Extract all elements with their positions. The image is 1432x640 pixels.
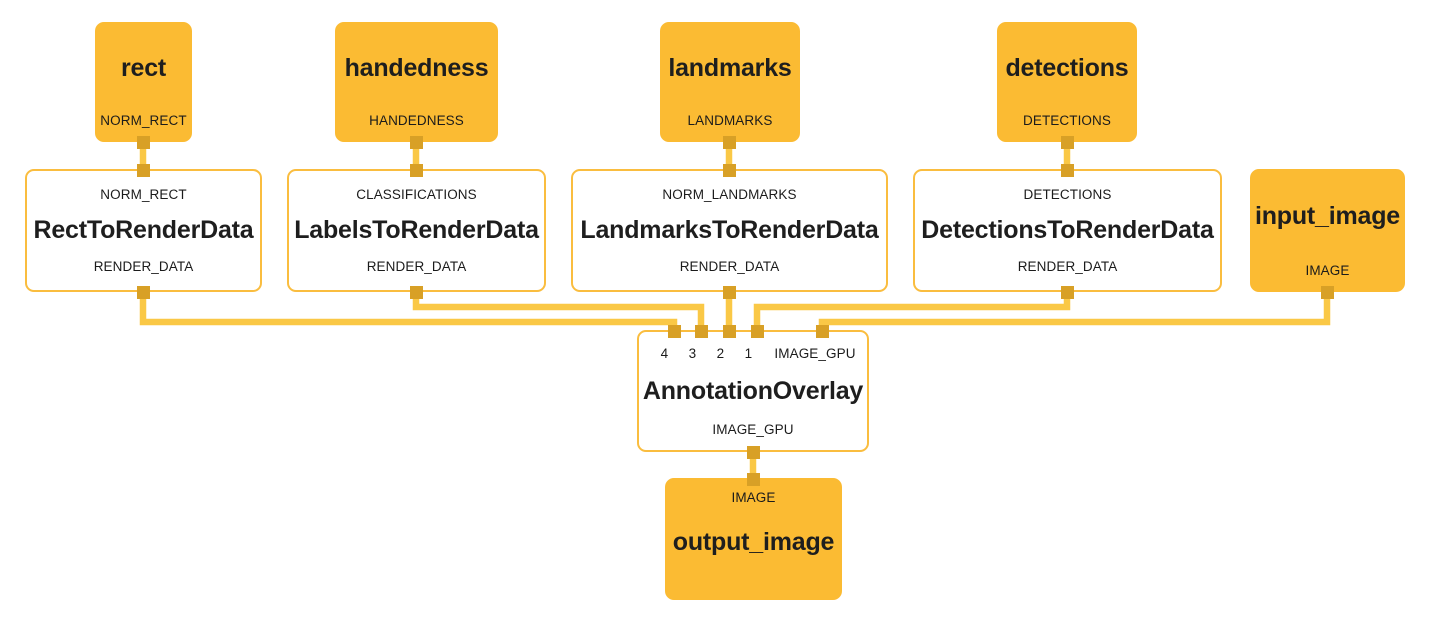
node-labelstorenderdata-input-port: CLASSIFICATIONS	[356, 187, 477, 202]
nub-landmarkstorenderdata-out	[723, 286, 736, 299]
nub-labelstorenderdata-in	[410, 164, 423, 177]
node-input-image-output-port: IMAGE	[1305, 262, 1350, 278]
node-landmarks-output-strip: LANDMARKS	[661, 112, 799, 142]
node-input-image-output-strip: IMAGE	[1251, 262, 1404, 292]
node-input-image-title-row: input_image	[1251, 170, 1404, 264]
overlay-port-image-gpu[interactable]: IMAGE_GPU	[774, 346, 856, 361]
overlay-port-4[interactable]: 4	[660, 346, 669, 361]
node-labelstorenderdata[interactable]: CLASSIFICATIONS LabelsToRenderData RENDE…	[287, 169, 546, 292]
node-annotation-overlay-title-row: AnnotationOverlay	[639, 361, 867, 423]
node-rect[interactable]: rect NORM_RECT	[95, 22, 192, 142]
nub-output-image-in	[747, 473, 760, 486]
edge-labelstorenderdata-to-overlay-3	[412, 290, 705, 334]
nub-overlay-in-image-gpu	[816, 325, 829, 338]
node-detections[interactable]: detections DETECTIONS	[997, 22, 1137, 142]
node-landmarks-title-row: landmarks	[661, 23, 799, 114]
node-detectionstorenderdata-input-strip: DETECTIONS	[915, 171, 1220, 202]
node-detections-title: detections	[1005, 53, 1129, 82]
node-detectionstorenderdata-title-row: DetectionsToRenderData	[915, 202, 1220, 260]
node-handedness-title-row: handedness	[336, 23, 497, 114]
node-landmarkstorenderdata-title-row: LandmarksToRenderData	[573, 202, 886, 260]
node-output-image-title: output_image	[672, 528, 835, 557]
node-landmarkstorenderdata-output-strip: RENDER_DATA	[573, 258, 886, 291]
nub-overlay-in-1	[751, 325, 764, 338]
nub-recttorenderdata-out	[137, 286, 150, 299]
overlay-port-1[interactable]: 1	[744, 346, 753, 361]
node-detectionstorenderdata-output-strip: RENDER_DATA	[915, 258, 1220, 291]
nub-landmarks-out	[723, 136, 736, 149]
nub-overlay-in-3	[695, 325, 708, 338]
node-recttorenderdata[interactable]: NORM_RECT RectToRenderData RENDER_DATA	[25, 169, 262, 292]
node-annotation-overlay-output-strip: IMAGE_GPU	[639, 421, 867, 451]
node-annotation-overlay-title: AnnotationOverlay	[642, 377, 864, 405]
node-recttorenderdata-input-port: NORM_RECT	[100, 187, 187, 202]
node-labelstorenderdata-output-port: RENDER_DATA	[366, 258, 467, 274]
node-detectionstorenderdata[interactable]: DETECTIONS DetectionsToRenderData RENDER…	[913, 169, 1222, 292]
node-rect-title-row: rect	[96, 23, 191, 114]
node-detections-output-strip: DETECTIONS	[998, 112, 1136, 142]
node-landmarkstorenderdata-output-port: RENDER_DATA	[679, 258, 780, 274]
node-annotation-overlay[interactable]: 4 3 2 1 IMAGE_GPU AnnotationOverlay IMAG…	[637, 330, 869, 452]
node-handedness-title: handedness	[344, 53, 489, 82]
edge-recttorenderdata-to-overlay-4	[139, 290, 678, 334]
node-landmarks-output-port: LANDMARKS	[687, 112, 773, 128]
node-rect-output-port: NORM_RECT	[100, 112, 187, 128]
node-detectionstorenderdata-title: DetectionsToRenderData	[921, 216, 1214, 244]
nub-recttorenderdata-in	[137, 164, 150, 177]
node-detectionstorenderdata-input-port: DETECTIONS	[1023, 187, 1112, 202]
node-output-image-title-row: output_image	[666, 505, 841, 582]
overlay-port-3[interactable]: 3	[688, 346, 697, 361]
node-landmarks[interactable]: landmarks LANDMARKS	[660, 22, 800, 142]
node-recttorenderdata-output-port: RENDER_DATA	[93, 258, 194, 274]
node-recttorenderdata-input-strip: NORM_RECT	[27, 171, 260, 202]
node-landmarkstorenderdata-input-strip: NORM_LANDMARKS	[573, 171, 886, 202]
node-handedness-output-port: HANDEDNESS	[369, 112, 464, 128]
node-handedness[interactable]: handedness HANDEDNESS	[335, 22, 498, 142]
node-annotation-overlay-output-port: IMAGE_GPU	[712, 421, 794, 437]
node-output-image-input-port: IMAGE	[731, 490, 776, 505]
overlay-port-2[interactable]: 2	[716, 346, 725, 361]
node-landmarks-title: landmarks	[668, 53, 792, 82]
edge-detectionstorenderdata-to-overlay-1	[753, 290, 1071, 334]
nub-handedness-out	[410, 136, 423, 149]
nub-overlay-in-2	[723, 325, 736, 338]
nub-input-image-out	[1321, 286, 1334, 299]
node-rect-output-strip: NORM_RECT	[96, 112, 191, 142]
node-recttorenderdata-title-row: RectToRenderData	[27, 202, 260, 260]
edge-inputimage-to-overlay-imagegpu	[818, 290, 1331, 334]
nub-overlay-out	[747, 446, 760, 459]
node-recttorenderdata-title: RectToRenderData	[33, 216, 254, 244]
nub-detectionstorenderdata-out	[1061, 286, 1074, 299]
node-landmarkstorenderdata-input-port: NORM_LANDMARKS	[662, 187, 797, 202]
node-labelstorenderdata-output-strip: RENDER_DATA	[289, 258, 544, 291]
node-detections-output-port: DETECTIONS	[1022, 112, 1111, 128]
nub-detections-out	[1061, 136, 1074, 149]
nub-overlay-in-4	[668, 325, 681, 338]
node-landmarkstorenderdata-title: LandmarksToRenderData	[580, 216, 879, 244]
nub-labelstorenderdata-out	[410, 286, 423, 299]
node-output-image[interactable]: IMAGE output_image	[665, 478, 842, 600]
node-output-image-input-strip: IMAGE	[666, 479, 841, 505]
node-labelstorenderdata-title: LabelsToRenderData	[294, 216, 539, 244]
node-recttorenderdata-output-strip: RENDER_DATA	[27, 258, 260, 291]
node-detectionstorenderdata-output-port: RENDER_DATA	[1017, 258, 1118, 274]
node-handedness-output-strip: HANDEDNESS	[336, 112, 497, 142]
node-labelstorenderdata-input-strip: CLASSIFICATIONS	[289, 171, 544, 202]
node-input-image[interactable]: input_image IMAGE	[1250, 169, 1405, 292]
nub-landmarkstorenderdata-in	[723, 164, 736, 177]
node-landmarkstorenderdata[interactable]: NORM_LANDMARKS LandmarksToRenderData REN…	[571, 169, 888, 292]
node-detections-title-row: detections	[998, 23, 1136, 114]
node-labelstorenderdata-title-row: LabelsToRenderData	[289, 202, 544, 260]
node-annotation-overlay-input-ports: 4 3 2 1 IMAGE_GPU	[639, 332, 867, 361]
node-input-image-title: input_image	[1254, 202, 1401, 231]
nub-rect-out	[137, 136, 150, 149]
node-rect-title: rect	[120, 53, 167, 82]
nub-detectionstorenderdata-in	[1061, 164, 1074, 177]
